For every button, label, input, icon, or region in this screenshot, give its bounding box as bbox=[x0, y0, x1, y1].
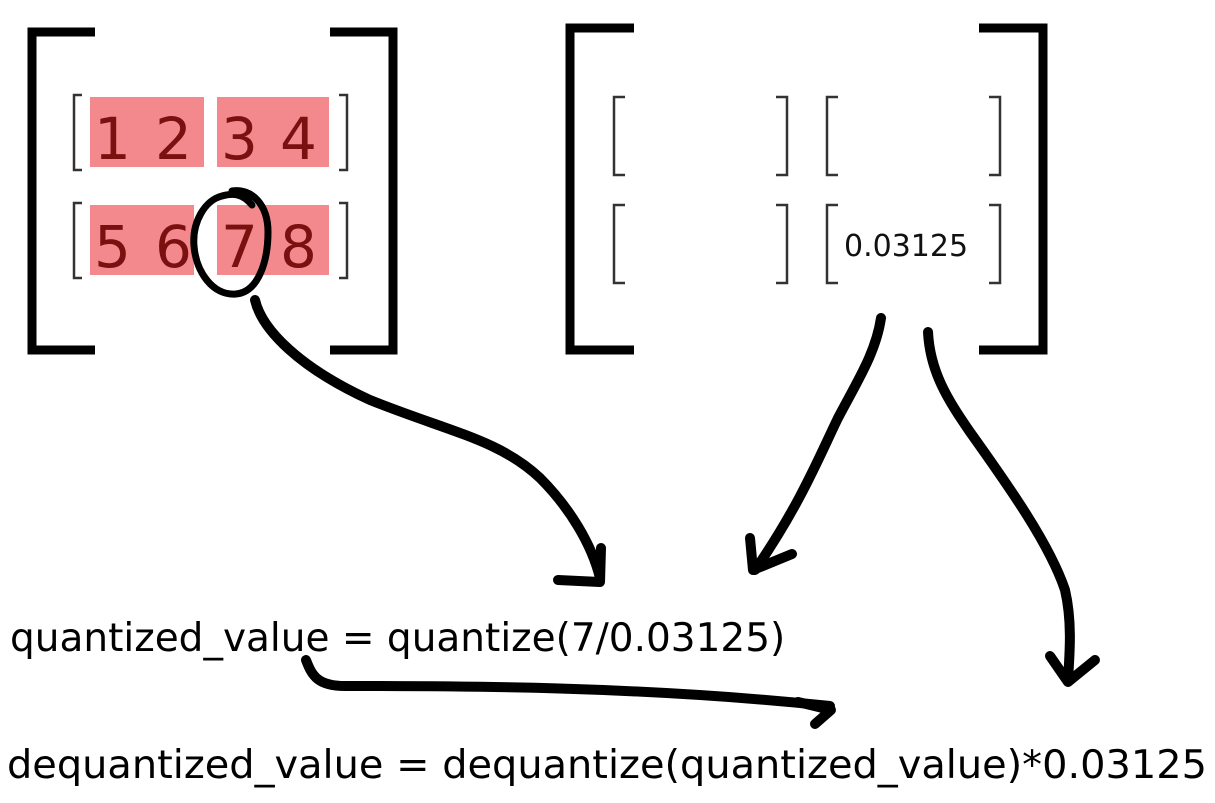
row-1-open-bracket bbox=[72, 93, 82, 172]
highlight-group-1-2 bbox=[90, 97, 204, 167]
left-matrix-close-bracket bbox=[330, 27, 398, 355]
left-matrix: 1 2 3 4 5 6 7 8 bbox=[27, 27, 398, 355]
scale-cell-2-close bbox=[989, 95, 1002, 177]
matrix-value-6: 6 bbox=[155, 213, 192, 281]
matrix-value-5: 5 bbox=[94, 213, 131, 281]
scale-value: 0.03125 bbox=[844, 229, 968, 264]
highlight-group-7-8 bbox=[217, 205, 329, 275]
scale-cell-3-close bbox=[776, 203, 789, 285]
arrow-quantized-to-dequantize-head bbox=[793, 697, 836, 729]
matrix-value-4: 4 bbox=[280, 105, 317, 173]
matrix-value-8: 8 bbox=[280, 213, 317, 281]
arrow-scale-to-dequantize-head bbox=[1045, 651, 1100, 687]
scale-cell-4-close bbox=[989, 203, 1002, 285]
arrows bbox=[250, 295, 1100, 729]
arrow-value-to-quantize-head bbox=[553, 543, 606, 587]
circle-annotation bbox=[190, 187, 272, 298]
arrow-scale-to-quantize-head bbox=[745, 533, 797, 575]
arrow-quantized-to-dequantize bbox=[301, 655, 835, 711]
left-matrix-row-2: 5 6 7 8 bbox=[72, 201, 349, 281]
matrix-value-3: 3 bbox=[221, 105, 258, 173]
scale-cell-3-open bbox=[612, 203, 625, 285]
row-2-open-bracket bbox=[72, 201, 82, 280]
row-1-close-bracket bbox=[339, 93, 349, 172]
scale-cell-4-open bbox=[825, 203, 838, 285]
scale-cell-1-open bbox=[612, 95, 625, 177]
right-matrix-open-bracket bbox=[565, 23, 634, 355]
arrow-scale-to-dequantize bbox=[923, 327, 1075, 685]
arrow-scale-to-quantize bbox=[750, 313, 886, 575]
quantize-formula: quantized_value = quantize(7/0.03125) bbox=[10, 616, 785, 661]
matrix-value-7: 7 bbox=[221, 213, 258, 281]
highlight-group-5-6 bbox=[90, 205, 194, 275]
left-matrix-row-1: 1 2 3 4 bbox=[72, 93, 349, 173]
dequantize-formula: dequantized_value = dequantize(quantized… bbox=[7, 743, 1207, 788]
scale-cell-2-open bbox=[825, 95, 838, 177]
right-matrix: 0.03125 bbox=[565, 23, 1048, 355]
left-matrix-open-bracket bbox=[27, 27, 95, 355]
row-2-close-bracket bbox=[339, 201, 349, 280]
matrix-value-2: 2 bbox=[155, 105, 192, 173]
arrow-value-to-quantize bbox=[250, 295, 605, 583]
highlight-group-3-4 bbox=[217, 97, 329, 167]
matrix-value-1: 1 bbox=[94, 105, 131, 173]
right-matrix-close-bracket bbox=[979, 23, 1048, 355]
scale-cell-1-close bbox=[776, 95, 789, 177]
